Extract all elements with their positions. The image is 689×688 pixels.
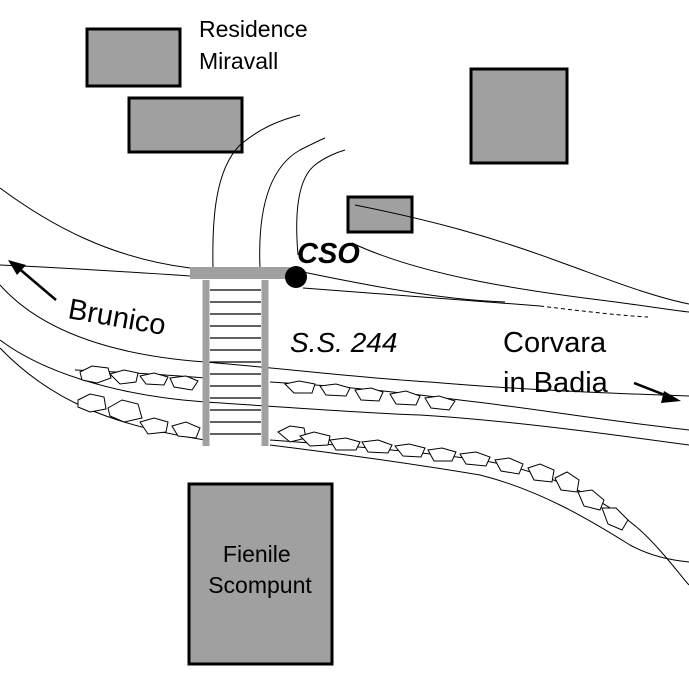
- label-cso: CSO: [297, 238, 360, 270]
- building-residence-upper: [85, 27, 182, 88]
- building-right: [469, 67, 569, 165]
- contour-line: [354, 204, 689, 305]
- contour-line: [269, 444, 689, 563]
- stream-line: [259, 137, 326, 269]
- building-residence-lower: [127, 96, 244, 154]
- building-small: [346, 195, 414, 234]
- arrow-brunico-icon: [8, 260, 57, 301]
- road-edge-north: [302, 287, 541, 307]
- riverbed-rocks: [77, 365, 629, 531]
- stream-line: [296, 149, 346, 256]
- label-road: S.S. 244: [290, 327, 397, 358]
- label-residence: Residence Miravall: [199, 16, 314, 74]
- bridge: [190, 267, 290, 446]
- stream-line: [212, 114, 301, 269]
- cso-marker: [285, 266, 307, 288]
- road-edge-north-dashed: [539, 305, 649, 318]
- label-fienile: Fienile Scompunt: [208, 541, 312, 598]
- building-fienile: [187, 482, 334, 666]
- contour-line: [0, 187, 191, 269]
- contour-line: [302, 271, 506, 303]
- contour-line: [0, 264, 191, 277]
- contour-line: [351, 242, 689, 313]
- label-brunico: Brunico: [66, 293, 168, 342]
- road-edge-south: [0, 284, 689, 397]
- arrow-corvara-icon: [633, 381, 681, 403]
- label-corvara: Corvara in Badia: [503, 327, 614, 399]
